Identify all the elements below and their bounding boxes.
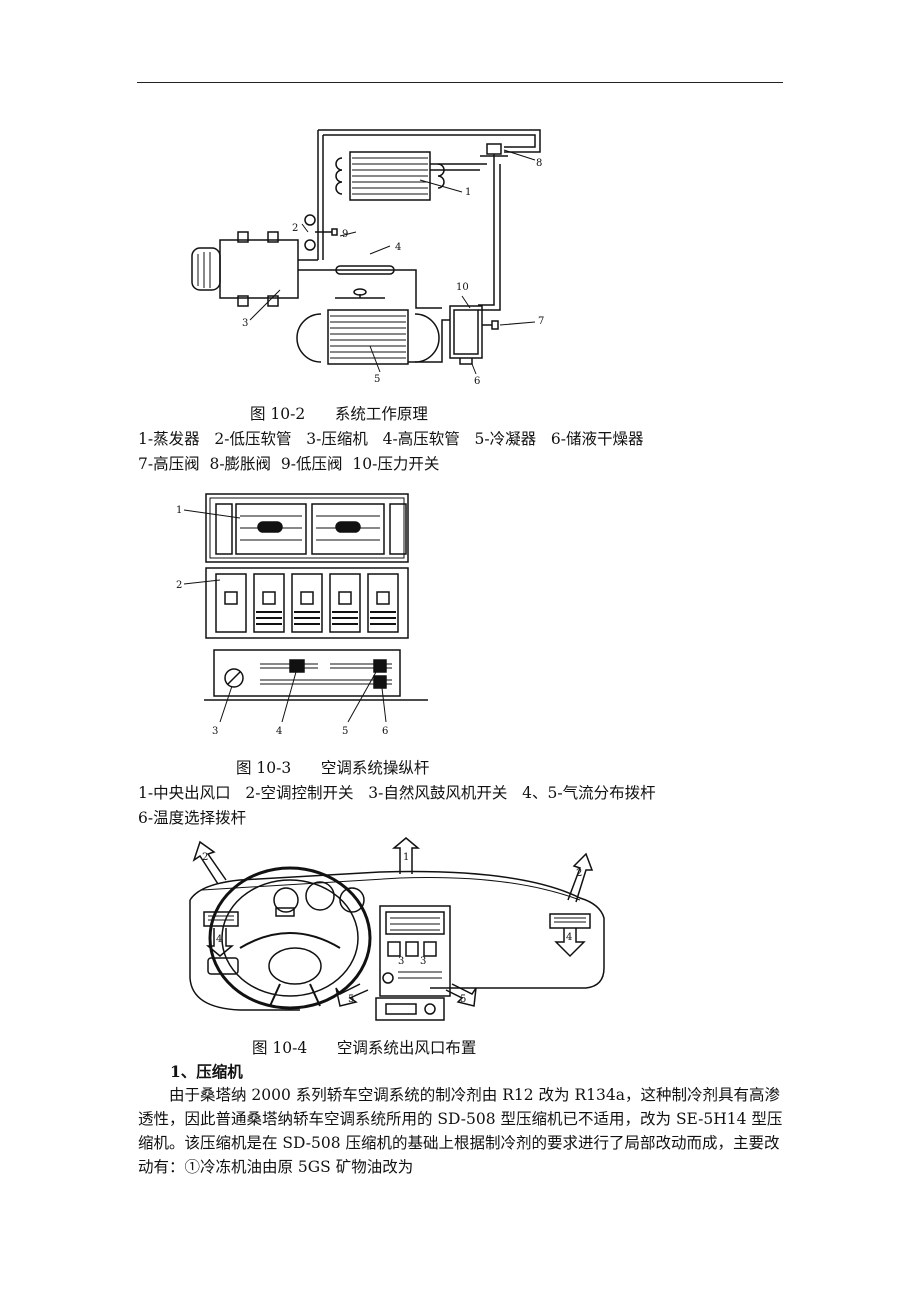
- fig3-label-3-left: 3: [398, 956, 404, 967]
- fig2-label-2: 2: [176, 580, 182, 591]
- fig1-caption-number: 图 10-2: [250, 405, 306, 423]
- control-panel-figure: 1 2 3 4 5 6: [176, 493, 428, 737]
- fig2-legend-line-2: 6-温度选择拨杆: [138, 809, 247, 827]
- fig1-label-3: 3: [242, 318, 248, 329]
- fig3-label-5-left: 5: [348, 994, 354, 1005]
- fig2-label-1: 1: [176, 505, 182, 516]
- fig3-label-1: 1: [403, 852, 409, 863]
- fig2-legend-line-1: 1-中央出风口 2-空调控制开关 3-自然风鼓风机开关 4、5-气流分布拨杆: [138, 784, 656, 802]
- dashboard-vents-figure: 1 2 2 4 4 5 5 3 3: [189, 837, 605, 1021]
- fig2-caption-number: 图 10-3: [236, 759, 292, 777]
- fig1-legend-line-2: 7-高压阀 8-膨胀阀 9-低压阀 10-压力开关: [138, 455, 440, 473]
- fig3-label-2-right: 2: [576, 868, 582, 879]
- fig1-label-8: 8: [536, 158, 542, 169]
- fig2-label-4: 4: [276, 726, 282, 737]
- fig3-caption-number: 图 10-4: [252, 1039, 308, 1057]
- fig3-label-3-right: 3: [420, 956, 426, 967]
- section-heading: 1、压缩机: [170, 1062, 243, 1081]
- fig1-legend-line-1: 1-蒸发器 2-低压软管 3-压缩机 4-高压软管 5-冷凝器 6-储液干燥器: [138, 430, 644, 448]
- fig1-label-9: 9: [342, 229, 348, 240]
- fig1-label-6: 6: [474, 376, 480, 387]
- fig1-label-2: 2: [292, 223, 298, 234]
- fig3-label-2-left: 2: [202, 852, 208, 863]
- fig2-label-5: 5: [342, 726, 348, 737]
- fig1-label-7: 7: [538, 316, 544, 327]
- fig3-caption-title: 空调系统出风口布置: [336, 1039, 477, 1057]
- header-rule: [137, 82, 783, 83]
- fig2-label-3: 3: [212, 726, 218, 737]
- fig1-label-5: 5: [374, 374, 380, 385]
- fig3-label-5-right: 5: [460, 994, 466, 1005]
- fig3-label-4-left: 4: [216, 934, 222, 945]
- fig1-label-4: 4: [395, 242, 401, 253]
- fig1-caption-title: 系统工作原理: [334, 405, 428, 423]
- fig1-label-1: 1: [465, 187, 471, 198]
- fig2-caption-title: 空调系统操纵杆: [320, 759, 430, 777]
- fig2-caption: 图 10-3 空调系统操纵杆: [236, 756, 429, 778]
- system-schematic-figure: 1 2 3 4 5 6 7 8 9 10: [191, 129, 544, 387]
- fig3-caption: 图 10-4 空调系统出风口布置: [252, 1036, 476, 1058]
- section-paragraph: 由于桑塔纳 2000 系列轿车空调系统的制冷剂由 R12 改为 R134a，这种…: [138, 1086, 783, 1176]
- fig1-label-10: 10: [456, 282, 469, 293]
- fig1-caption: 图 10-2 系统工作原理: [250, 402, 428, 424]
- fig3-label-4-right: 4: [566, 932, 572, 943]
- fig2-label-6: 6: [382, 726, 388, 737]
